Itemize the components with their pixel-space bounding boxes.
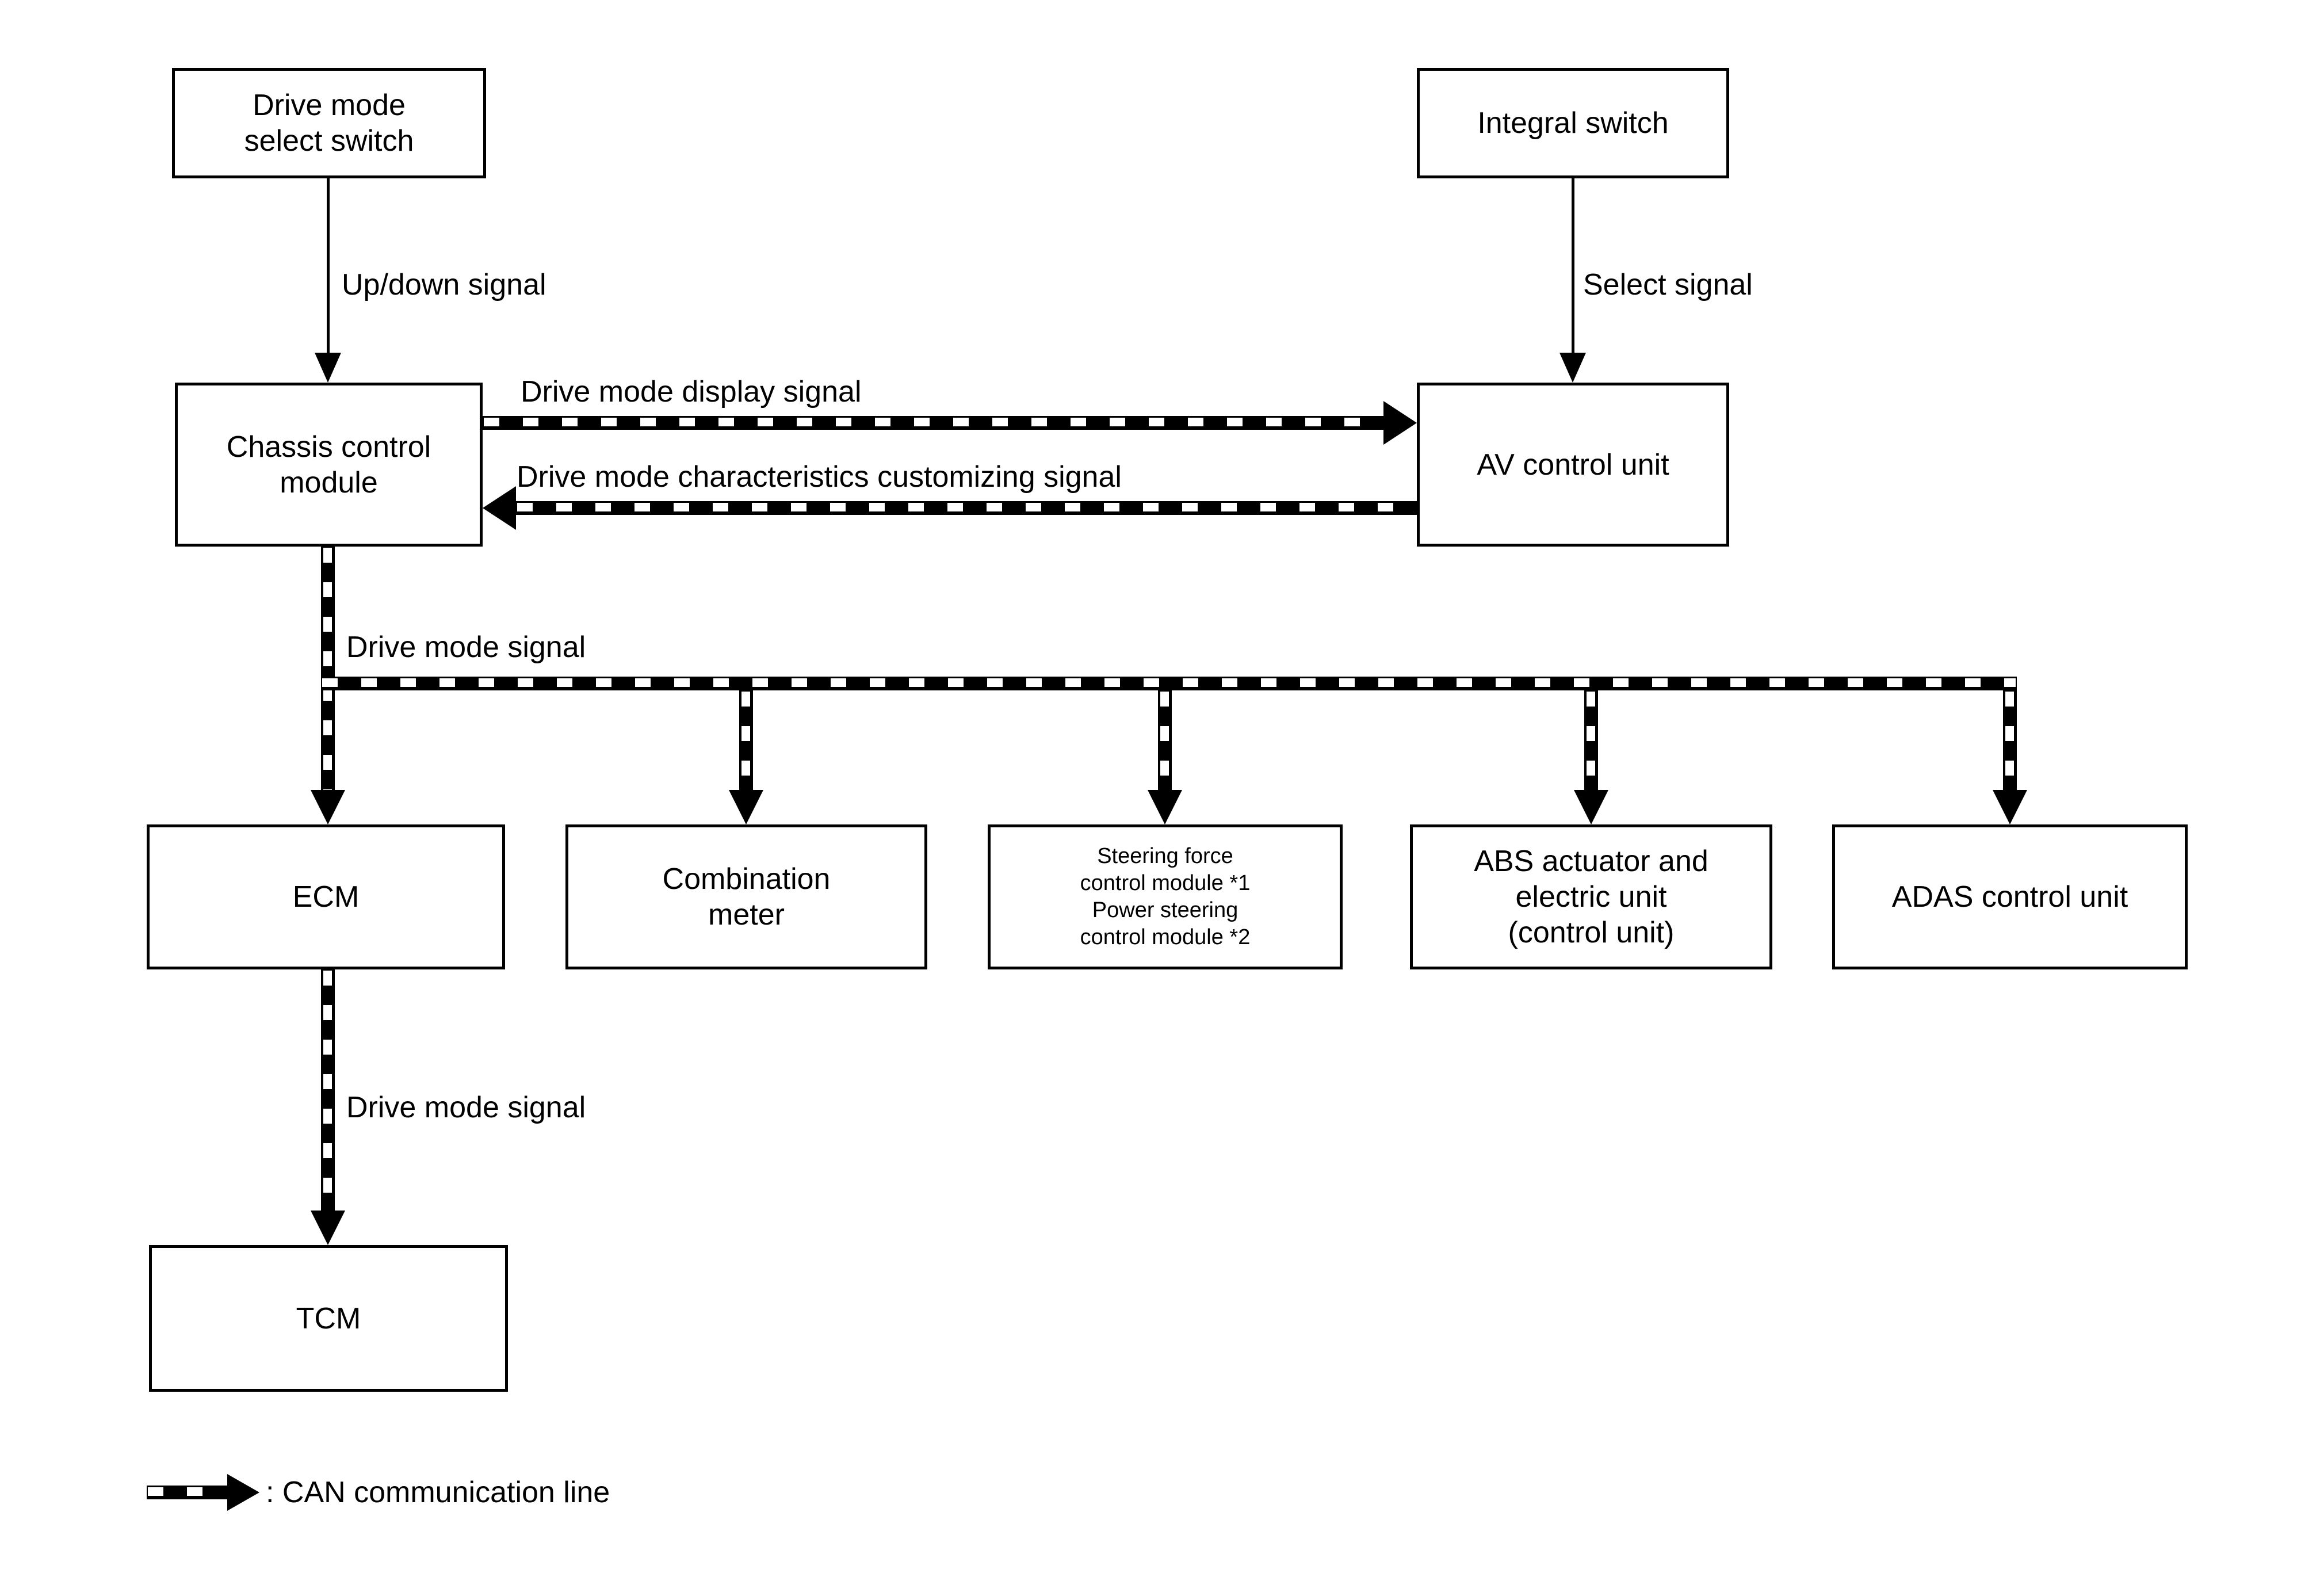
edge-label-drive-mode-signal-ecm-tcm: Drive mode signal	[346, 1091, 586, 1124]
can-line-characteristics-customizing-signal	[516, 501, 1417, 515]
arrowhead-down-icon	[1559, 353, 1586, 383]
edge-label-select-signal: Select signal	[1583, 268, 1753, 301]
node-label: Chassis control	[226, 430, 431, 464]
edge-label-drive-mode-characteristics-customizing-signal: Drive mode characteristics customizing s…	[517, 460, 1122, 494]
can-line-bus-to-combination-meter	[739, 690, 753, 793]
node-label: TCM	[296, 1301, 361, 1335]
node-combination-meter: Combination meter	[565, 824, 927, 969]
node-label: Power steering	[1092, 898, 1239, 922]
can-arrowhead-down-icon	[311, 790, 345, 824]
node-drive-mode-select-switch: Drive mode select switch	[172, 68, 486, 178]
can-arrowhead-down-icon	[1574, 790, 1608, 824]
node-label: Drive mode	[253, 89, 406, 122]
connector-line-select-switch-to-chassis	[327, 177, 330, 354]
edge-label-up-down-signal: Up/down signal	[342, 268, 546, 301]
node-label: Integral switch	[1477, 106, 1669, 140]
legend-label: : CAN communication line	[266, 1476, 610, 1509]
node-tcm: TCM	[149, 1245, 508, 1392]
node-label: electric unit	[1515, 880, 1667, 914]
node-label: module	[280, 465, 378, 499]
node-label: control module *1	[1080, 871, 1251, 895]
node-label: ECM	[292, 880, 360, 914]
node-abs-actuator-electric-unit: ABS actuator and electric unit (control …	[1410, 824, 1772, 969]
node-chassis-control-module: Chassis control module	[175, 383, 483, 547]
can-line-bus-to-steering-module	[1158, 690, 1172, 793]
legend-can-line-sample	[147, 1486, 227, 1499]
node-label: ADAS control unit	[1891, 880, 2128, 914]
edge-label-drive-mode-display-signal: Drive mode display signal	[521, 375, 862, 408]
node-label: meter	[708, 898, 785, 931]
can-arrowhead-down-icon	[1148, 790, 1182, 824]
node-adas-control-unit: ADAS control unit	[1832, 824, 2188, 969]
node-label: Combination	[662, 862, 831, 896]
node-label: select switch	[244, 124, 414, 158]
edge-label-drive-mode-signal-bus: Drive mode signal	[346, 631, 586, 664]
node-label: control module *2	[1080, 925, 1251, 949]
can-line-chassis-to-ecm	[321, 547, 335, 793]
node-steering-force-power-steering-control-module: Steering force control module *1 Power s…	[988, 824, 1343, 969]
can-line-bus-to-abs-actuator	[1584, 690, 1598, 793]
can-line-display-signal	[483, 416, 1383, 430]
node-ecm: ECM	[147, 824, 505, 969]
node-av-control-unit: AV control unit	[1417, 383, 1729, 547]
can-arrowhead-down-icon	[729, 790, 763, 824]
node-integral-switch: Integral switch	[1417, 68, 1729, 178]
node-label: AV control unit	[1477, 448, 1669, 482]
can-arrowhead-down-icon	[311, 1211, 345, 1245]
can-arrowhead-down-icon	[1993, 790, 2027, 824]
connector-line-integral-switch-to-av	[1572, 177, 1574, 354]
can-line-drive-mode-signal-bus	[321, 677, 2017, 690]
node-label: (control unit)	[1508, 916, 1675, 949]
node-label: Steering force	[1097, 844, 1233, 868]
legend-can-arrowhead-icon	[227, 1474, 259, 1511]
can-line-bus-to-adas	[2003, 690, 2017, 793]
node-label: ABS actuator and	[1474, 845, 1708, 878]
arrowhead-down-icon	[315, 353, 341, 383]
can-line-ecm-to-tcm	[321, 969, 335, 1211]
can-arrowhead-right-icon	[1383, 401, 1417, 445]
can-arrowhead-left-icon	[483, 486, 516, 530]
